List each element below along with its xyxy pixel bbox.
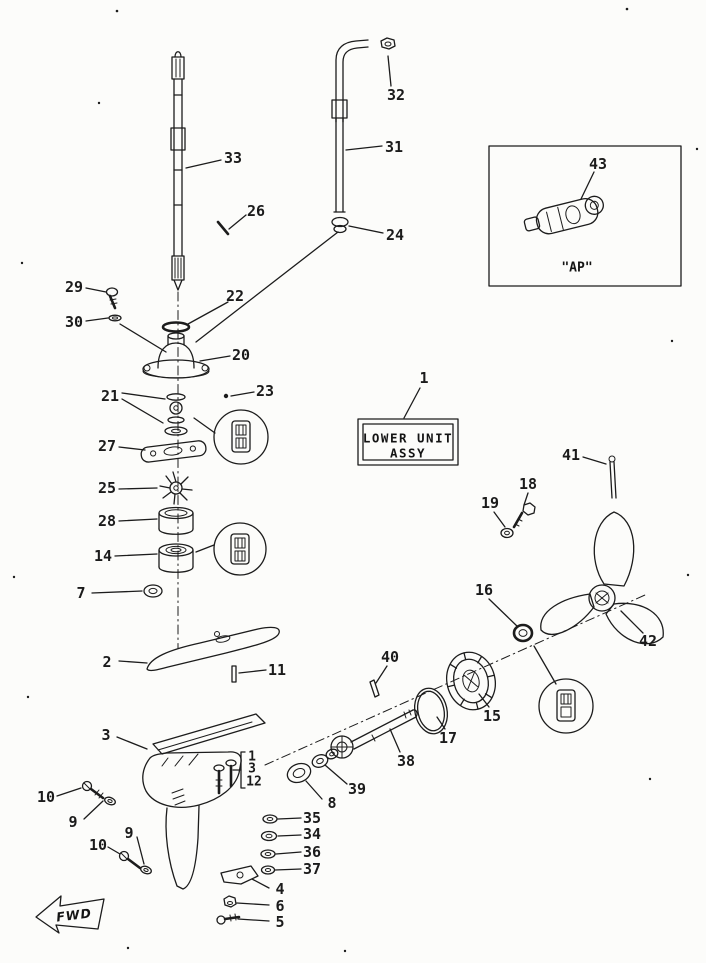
callout-25: 25 [97, 479, 117, 497]
callout-33: 33 [223, 149, 243, 167]
assy-box [357, 418, 459, 466]
callout-2: 2 [102, 653, 112, 671]
callout-27: 27 [97, 437, 117, 455]
callout-11: 11 [267, 661, 287, 679]
clamp-part-43 [523, 195, 604, 235]
callout-41: 41 [561, 446, 581, 464]
lower-washer-b [140, 865, 152, 875]
callout-23: 23 [255, 382, 275, 400]
callout-16: 16 [474, 581, 494, 599]
callout-9-a: 9 [68, 813, 78, 831]
washer-19 [500, 527, 514, 539]
callout-15: 15 [482, 707, 502, 725]
tube-nut [380, 37, 396, 50]
callout-8: 8 [327, 794, 337, 812]
ap-inset-box [488, 145, 682, 287]
callout-24: 24 [385, 226, 405, 244]
shaft-washers [311, 748, 339, 768]
spacer-16 [512, 623, 534, 643]
pin-11 [231, 665, 237, 683]
assy-box-line1: LOWER UNIT [362, 430, 454, 446]
callout-26: 26 [246, 202, 266, 220]
water-pump-housing [142, 332, 210, 379]
callout-20: 20 [231, 346, 251, 364]
callout-14: 14 [93, 547, 113, 565]
callout-21: 21 [100, 387, 120, 405]
callout-39: 39 [347, 780, 367, 798]
lower-washer-a [104, 796, 116, 806]
water-tube [331, 39, 369, 213]
callout-34: 34 [302, 825, 322, 843]
pump-washer [108, 314, 122, 322]
callout-19: 19 [480, 494, 500, 512]
gear-case [142, 713, 266, 890]
callout-32: 32 [386, 86, 406, 104]
drive-shaft [170, 51, 186, 291]
callout-42: 42 [638, 632, 658, 650]
pump-screw [105, 287, 119, 310]
nut-6 [223, 895, 237, 908]
callout-30: 30 [64, 313, 84, 331]
callout-10-b: 10 [88, 836, 108, 854]
washer-stack [260, 814, 278, 875]
callout-22: 22 [225, 287, 245, 305]
impeller-housing [158, 506, 194, 535]
tube-seal [331, 216, 349, 234]
callout-10-a: 10 [36, 788, 56, 806]
screw-5 [216, 913, 241, 925]
callout-43: 43 [588, 155, 608, 173]
ap-label: "AP" [561, 260, 593, 276]
callout-9-b: 9 [124, 824, 134, 842]
lower-screw-a [81, 780, 105, 800]
bolt-18 [512, 502, 536, 529]
callout-17: 17 [438, 729, 458, 747]
callout-29: 29 [64, 278, 84, 296]
gasket-plate [146, 626, 280, 672]
bolt-set-bracket [232, 751, 246, 789]
propeller [540, 511, 664, 645]
outer-plate [140, 440, 207, 463]
impeller [159, 471, 193, 505]
callout-28: 28 [97, 512, 117, 530]
callout-31: 31 [384, 138, 404, 156]
callout-6: 6 [275, 897, 285, 915]
callout-1-assy: 1 [419, 369, 429, 387]
scan-dots [12, 7, 699, 953]
assy-box-line2: ASSY [389, 445, 427, 461]
callout-36: 36 [302, 843, 322, 861]
callout-1-bolt: 1 [248, 749, 256, 765]
leader-lines [56, 55, 644, 922]
prop-shaft [330, 709, 418, 759]
bearing-inset-mid [213, 522, 267, 576]
callout-12: 12 [246, 774, 262, 790]
bearing-inset-upper [213, 409, 269, 465]
callout-37: 37 [302, 860, 322, 878]
callout-18: 18 [518, 475, 538, 493]
woodruff-key [223, 393, 229, 399]
callout-7: 7 [76, 584, 86, 602]
trim-tab [220, 865, 259, 885]
seal-stack [164, 393, 188, 436]
fwd-arrow [35, 895, 105, 934]
lower-screw-b [118, 850, 142, 870]
callout-5: 5 [275, 913, 285, 931]
callout-40: 40 [380, 648, 400, 666]
bearing-inset-lower [538, 678, 594, 734]
cotter-pin [608, 455, 617, 499]
callout-35: 35 [302, 809, 322, 827]
dowel-pin [216, 220, 230, 236]
thrust-bearing [286, 762, 312, 784]
bearing-housing [158, 543, 194, 573]
callout-38: 38 [396, 752, 416, 770]
shear-pin [369, 679, 380, 698]
callout-3: 3 [101, 726, 111, 744]
centerlines [177, 291, 646, 766]
oring-22 [161, 321, 191, 333]
callout-4: 4 [275, 880, 285, 898]
bearing-carrier [446, 651, 496, 711]
oring-17 [413, 687, 449, 735]
callout-3-bolt: 3 [248, 761, 256, 777]
oil-seal [143, 584, 163, 598]
